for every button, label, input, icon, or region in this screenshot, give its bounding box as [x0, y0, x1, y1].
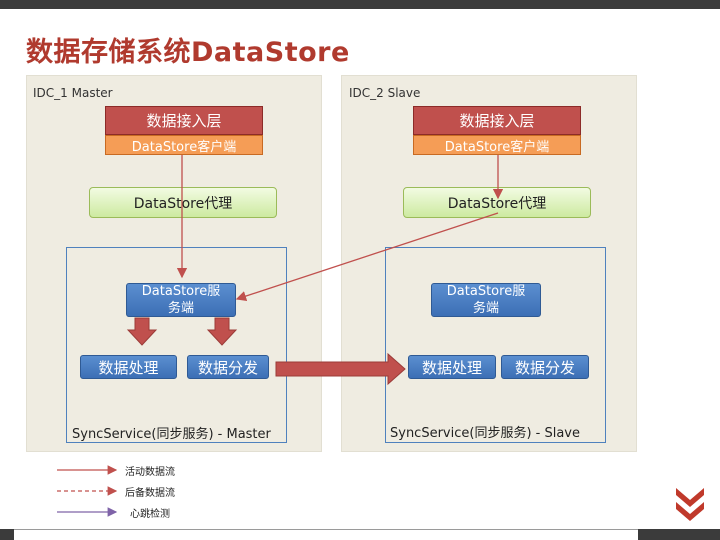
legend-heartbeat-label: 心跳检测	[130, 509, 170, 520]
slave-data-dispatch: 数据分发	[501, 355, 589, 379]
master-to-slave-sync-block-arrow	[275, 352, 406, 386]
slave-server-label-line1: DataStore服	[446, 284, 526, 299]
bottom-bar-right	[638, 529, 720, 540]
master-sync-service-label: SyncService(同步服务) - Master	[72, 427, 271, 442]
master-sync-service-frame	[66, 247, 287, 443]
chevron-down-icon-2	[676, 502, 704, 521]
master-datastore-server: DataStore服 务端	[126, 283, 236, 317]
chevron-down-icon	[676, 488, 704, 507]
slave-datastore-client: DataStore客户端	[413, 135, 581, 155]
master-server-label-line2: 务端	[167, 301, 194, 316]
server-to-processing-block-arrow	[126, 317, 158, 346]
slave-datastore-server: DataStore服 务端	[431, 283, 541, 317]
legend-standby-flow-label: 后备数据流	[125, 488, 175, 499]
master-datastore-proxy: DataStore代理	[89, 187, 277, 218]
top-bar	[0, 0, 720, 9]
slave-data-processing: 数据处理	[408, 355, 496, 379]
master-server-label-line1: DataStore服	[141, 284, 221, 299]
slave-sync-service-label: SyncService(同步服务) - Slave	[390, 426, 580, 441]
bottom-divider	[14, 529, 638, 530]
slave-sync-service-frame	[385, 247, 606, 443]
server-to-dispatch-block-arrow	[206, 317, 238, 346]
slide-title: 数据存储系统DataStore	[26, 37, 350, 68]
slave-proxy-to-master-server-arrow	[235, 212, 499, 302]
master-data-processing: 数据处理	[80, 355, 177, 379]
bottom-bar-left	[0, 529, 14, 540]
master-datastore-client: DataStore客户端	[105, 135, 263, 155]
master-panel-label: IDC_1 Master	[33, 86, 113, 100]
slave-server-label-line2: 务端	[472, 301, 499, 316]
slave-panel-label: IDC_2 Slave	[349, 86, 421, 100]
legend-active-flow-label: 活动数据流	[125, 467, 175, 478]
master-access-layer: 数据接入层	[105, 106, 263, 135]
master-data-dispatch: 数据分发	[187, 355, 269, 379]
slave-access-layer: 数据接入层	[413, 106, 581, 135]
